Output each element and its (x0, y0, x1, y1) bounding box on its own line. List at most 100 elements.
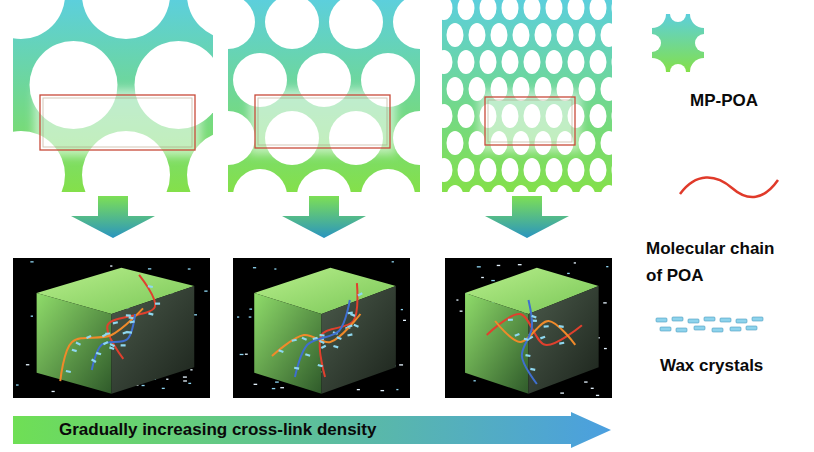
pore (393, 111, 420, 165)
pore (361, 169, 415, 192)
polymer-chain (295, 300, 350, 377)
wax-crystal (712, 328, 723, 332)
wax-crystal (336, 336, 341, 340)
wax-crystal (688, 319, 699, 323)
speck (518, 264, 522, 265)
polymer-chain (92, 314, 135, 370)
pore (590, 0, 607, 20)
zoom-frame-inner (258, 98, 387, 145)
pore (502, 50, 519, 74)
wax-crystal (126, 314, 131, 316)
speck (240, 354, 244, 355)
wax-crystal (72, 349, 77, 352)
speck (204, 290, 207, 291)
pore (568, 158, 585, 182)
speck (584, 381, 587, 382)
speck (481, 277, 484, 278)
wax-crystal (524, 338, 529, 341)
wax-crystal (103, 341, 108, 345)
cube-side (322, 286, 396, 394)
pore (590, 104, 607, 128)
zoom-frame (255, 95, 390, 148)
speck (574, 262, 576, 263)
wax-crystal (559, 342, 564, 345)
pore (233, 169, 287, 192)
speck (396, 389, 398, 390)
pore (601, 185, 613, 192)
speck (188, 268, 191, 269)
legend-entry: Wax crystals (660, 352, 763, 379)
mp-poa-icon (652, 14, 704, 72)
wax-crystal (514, 333, 519, 337)
pore (612, 158, 613, 182)
pore (265, 0, 319, 49)
pore (601, 131, 613, 155)
pore (442, 50, 453, 74)
pore (612, 50, 613, 74)
speck (604, 348, 607, 349)
pore (579, 131, 596, 155)
speck (380, 390, 384, 391)
wax-crystal (530, 368, 535, 371)
speck (497, 265, 500, 266)
wax-crystal (86, 335, 91, 339)
pore (557, 185, 574, 192)
pore (670, 64, 686, 72)
pore (458, 0, 475, 20)
cube-front (465, 293, 528, 394)
pore (82, 0, 170, 39)
wax-crystal (720, 318, 731, 322)
wax-crystal (540, 336, 545, 340)
chain-sample (680, 177, 778, 197)
wax-crystal (102, 333, 107, 337)
legend-label: Wax crystals (660, 356, 763, 375)
pore (590, 50, 607, 74)
pore (447, 77, 464, 101)
pore (13, 0, 65, 39)
wax-crystal (148, 312, 153, 315)
zoom-frame (485, 97, 575, 145)
wax-crystal (694, 326, 705, 330)
image-ground (445, 258, 612, 398)
speck (249, 316, 252, 317)
polymer-chain (272, 314, 361, 356)
polymer-chain (495, 321, 575, 345)
wax-crystal (347, 333, 352, 336)
speck (52, 391, 55, 392)
down-arrow (71, 196, 155, 238)
wax-crystal (672, 317, 683, 321)
pore (652, 58, 666, 72)
speck (460, 311, 463, 312)
pore (458, 158, 475, 182)
pore (524, 158, 541, 182)
pore (690, 58, 704, 72)
pore (447, 131, 464, 155)
pore (652, 34, 661, 52)
legend-entry: MP-POA (690, 87, 758, 114)
micro-image (445, 258, 612, 398)
pore (535, 185, 552, 192)
wax-crystal (347, 324, 352, 328)
wax-crystal (96, 352, 101, 355)
image-ground (13, 258, 210, 398)
gradient-arrow-band: Gradually increasing cross-link density (13, 412, 611, 448)
pore (442, 158, 453, 182)
pore (480, 158, 497, 182)
speck (603, 302, 606, 303)
pore (187, 0, 213, 39)
speck (403, 320, 406, 321)
zoom-frame (40, 95, 195, 150)
pore (513, 23, 530, 47)
pore (480, 50, 497, 74)
pore (329, 0, 383, 49)
porous-panel (13, 0, 213, 192)
pore (695, 34, 704, 52)
speck (142, 385, 145, 386)
pore (546, 50, 563, 74)
highlight-glow (249, 89, 396, 154)
wax-crystal (319, 334, 324, 337)
zoom-frame-inner (43, 98, 192, 147)
polymer-chain (107, 275, 155, 359)
